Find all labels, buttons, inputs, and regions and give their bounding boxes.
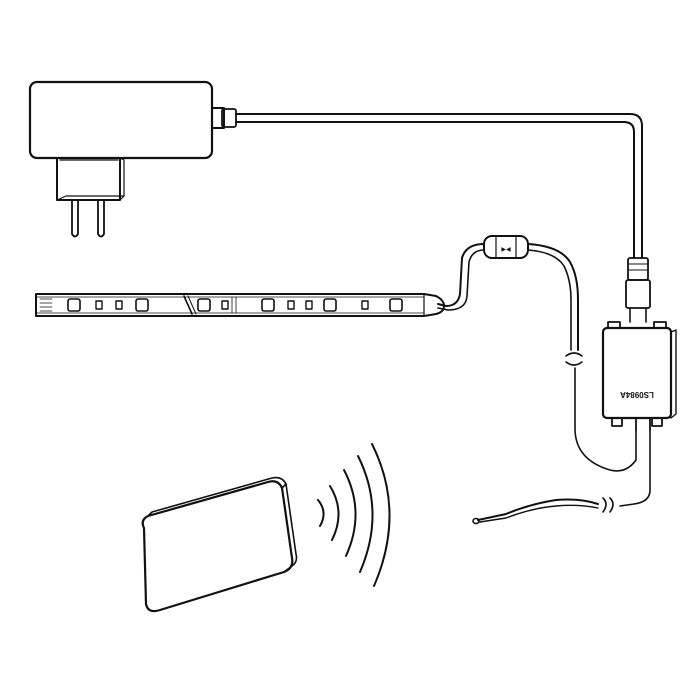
- inline-switch-icon: [483, 235, 529, 259]
- led-strip-icon: [35, 293, 445, 317]
- strip-cable: [437, 243, 637, 472]
- power-adapter-icon: [28, 80, 237, 160]
- inline-switch-label: ▶◀: [501, 246, 511, 253]
- controller-box-icon: [601, 321, 677, 431]
- wireless-remote-icon: [141, 476, 298, 613]
- led-chips: [67, 298, 403, 312]
- output-cable: [472, 429, 651, 525]
- eu-plug-icon: [56, 157, 125, 238]
- controller-model-label: LS0984A: [620, 390, 654, 399]
- wireless-signal-icon: [317, 443, 391, 587]
- power-cable: [235, 113, 651, 323]
- strip-resistors: [95, 300, 369, 310]
